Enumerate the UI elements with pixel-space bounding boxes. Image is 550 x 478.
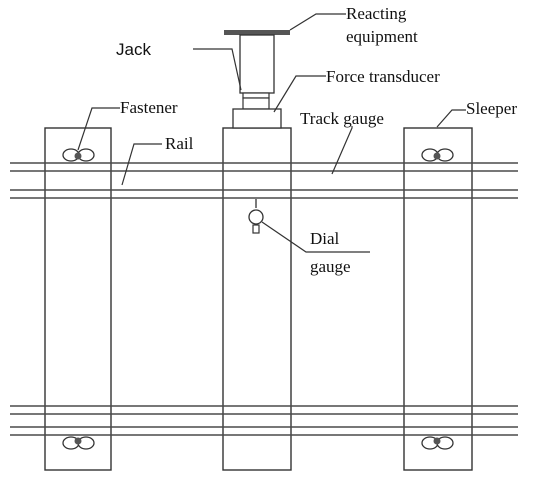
fastener-upper-left [62,148,95,162]
label-reacting: Reacting [346,4,407,23]
leader-dial-gauge [261,221,370,253]
label-rail: Rail [165,134,194,153]
jack-body [239,34,275,94]
label-sleeper: Sleeper [466,99,517,118]
sleeper-middle [222,127,292,471]
leader-force-transducer [273,75,326,113]
fastener-lower-right [421,436,454,450]
label-dial: Dial [310,229,340,248]
label-jack: Jack [116,40,151,59]
label-fastener: Fastener [120,98,178,117]
leader-reacting [289,13,346,31]
force-transducer [232,108,282,129]
upper-rail [10,162,518,199]
leader-jack [193,48,242,91]
sleeper-left [44,127,112,471]
leader-track-gauge [331,126,353,175]
label-gauge: gauge [310,257,351,276]
label-equipment: equipment [346,27,418,46]
reacting-plate [224,30,290,35]
fastener-lower-left [62,436,95,450]
jack-assembly [224,30,290,129]
leader-sleeper [436,109,466,128]
fastener-upper-right [421,148,454,162]
label-track-gauge: Track gauge [300,109,384,128]
lower-rail [10,405,518,436]
label-force-transducer: Force transducer [326,67,440,86]
sleeper-right [403,127,473,471]
leader-fastener [77,107,120,151]
dial-gauge [248,199,264,234]
leader-rail [121,143,162,186]
